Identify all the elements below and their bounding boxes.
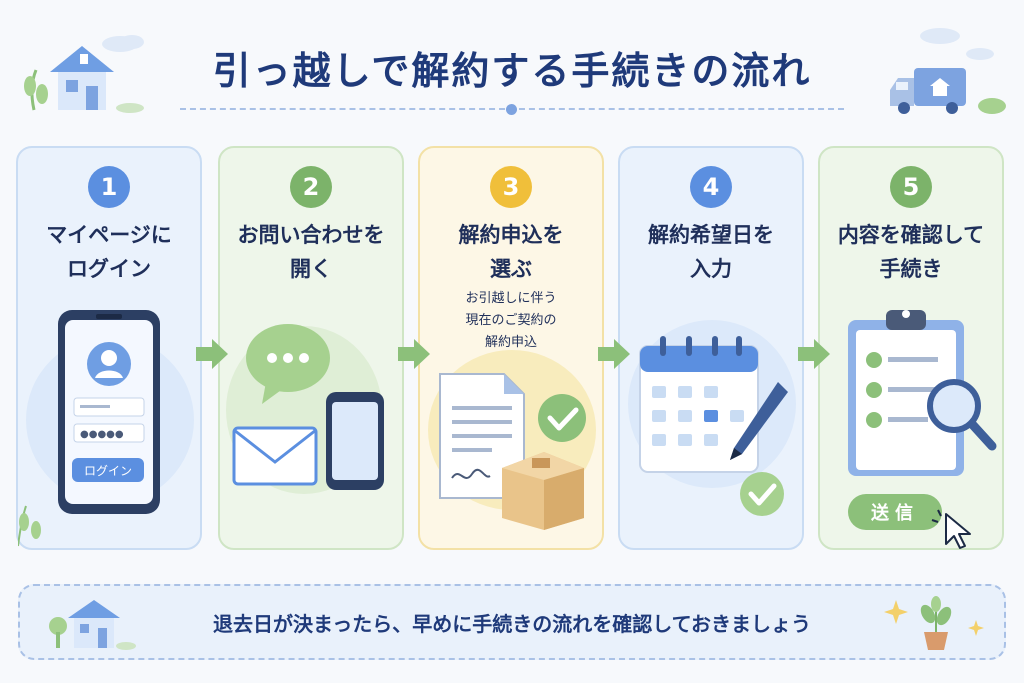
step-title: 解約希望日を 入力: [648, 223, 774, 281]
send-button: 送信: [848, 494, 942, 530]
cursor-icon: [931, 509, 971, 549]
check-circle-icon: [740, 472, 784, 516]
potted-plant-icon: [884, 596, 984, 650]
step-title: お問い合わせを 開く: [237, 223, 385, 281]
title-divider-dot: [506, 104, 517, 115]
svg-text:●●●●●: ●●●●●: [80, 429, 124, 440]
step-title: マイページに ログイン: [46, 223, 172, 281]
login-button: ログイン: [72, 458, 144, 482]
step-number-badge: 4: [690, 166, 732, 208]
footer-tip-text: 退去日が決まったら、早めに手続きの流れを確認しておきましょう: [213, 611, 811, 636]
arrow-right-icon: [798, 339, 830, 369]
pen-icon: [730, 382, 788, 460]
envelope-icon: [232, 426, 318, 486]
step-card-1: 1 マイページに ログイン: [16, 146, 202, 550]
footer-tip-banner: 退去日が決まったら、早めに手続きの流れを確認しておきましょう: [18, 584, 1006, 660]
house-icon: [24, 35, 144, 113]
moving-truck-icon: [890, 28, 1006, 114]
smartphone-login-icon: ●●●●●: [18, 310, 194, 547]
clipboard-icon: [848, 310, 964, 476]
cancellation-form-illustration: [428, 350, 596, 530]
document-icon: [439, 373, 525, 499]
arrow-right-icon: [598, 339, 630, 369]
page-title: 引っ越しで解約する手続きの流れ: [212, 49, 812, 93]
arrow-right-icon: [398, 339, 430, 369]
step-number-badge: 3: [490, 166, 532, 208]
step-title: 解約申込を 選ぶ: [458, 223, 564, 281]
calendar-icon: [639, 336, 759, 473]
review-illustration: [848, 310, 997, 476]
step-note: お引越しに伴う 現在のご契約の 解約申込: [465, 291, 557, 350]
chat-bubble-icon: [246, 324, 330, 404]
mobile-phone-icon: [326, 392, 384, 490]
house-icon: [49, 600, 136, 650]
step-number-badge: 5: [890, 166, 932, 208]
step-number-badge: 1: [88, 166, 130, 208]
contact-illustration: [226, 324, 384, 494]
calendar-illustration: [628, 320, 796, 516]
step-number-badge: 2: [290, 166, 332, 208]
cardboard-box-icon: [502, 452, 584, 530]
arrow-right-icon: [196, 339, 228, 369]
check-circle-icon: [538, 394, 586, 442]
magnifier-icon: [927, 379, 997, 451]
step-title: 内容を確認して 手続き: [837, 223, 985, 281]
